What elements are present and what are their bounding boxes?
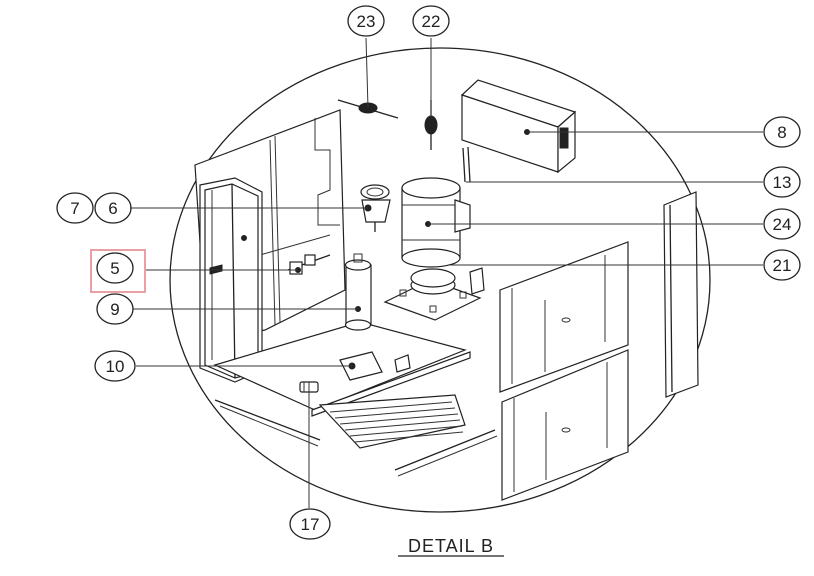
callout-22: 22: [412, 5, 450, 37]
callout-7: 7: [56, 192, 94, 224]
part-24-compressor: [401, 177, 471, 268]
callout-17-label: 17: [301, 515, 320, 534]
callout-6-label: 6: [108, 199, 117, 218]
callout-13: 13: [763, 166, 801, 198]
callout-13-label: 13: [773, 173, 792, 192]
part-5-fitting: [287, 254, 331, 275]
part-8-control-box: [460, 79, 577, 174]
part-21-compressor-mount: [383, 267, 485, 321]
upper-door-panel: [499, 241, 629, 393]
base-plate: [213, 321, 498, 477]
part-13-sensor-rod: [462, 146, 471, 183]
leader-lines: [130, 37, 763, 508]
part-9-capacitor: [344, 253, 372, 331]
callout-6: 6: [94, 192, 132, 224]
part-17-plug: [299, 381, 319, 393]
part-6-7-valve: [360, 184, 391, 232]
left-upright-frame: [199, 177, 263, 383]
callout-24-label: 24: [773, 215, 792, 234]
detail-caption: DETAIL B: [398, 536, 504, 557]
callout-5-label: 5: [110, 259, 119, 278]
callout-10-label: 10: [106, 357, 125, 376]
callout-24: 24: [763, 208, 801, 240]
side-panel: [663, 191, 699, 398]
callout-23: 23: [347, 5, 385, 37]
callout-9-label: 9: [110, 300, 119, 319]
detail-caption-text: DETAIL B: [408, 536, 494, 556]
callout-10: 10: [94, 350, 136, 382]
callout-7-label: 7: [70, 199, 79, 218]
callout-23-label: 23: [357, 12, 376, 31]
callout-8-label: 8: [777, 123, 786, 142]
callout-21-label: 21: [773, 256, 792, 275]
callout-22-label: 22: [422, 12, 441, 31]
lower-door-panel: [501, 349, 629, 501]
callout-5-highlight: [90, 249, 146, 293]
callout-5[interactable]: 5: [90, 249, 146, 293]
callout-9: 9: [96, 293, 134, 325]
callout-17: 17: [289, 508, 331, 540]
callout-21: 21: [763, 249, 801, 281]
detail-boundary-ellipse: [169, 47, 711, 513]
callout-8: 8: [763, 116, 801, 148]
